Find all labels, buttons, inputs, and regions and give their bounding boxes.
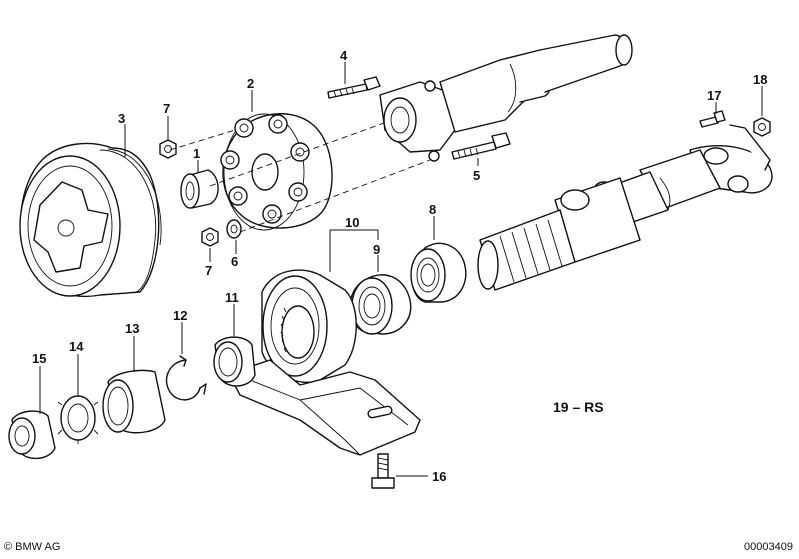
part-mount-bolt bbox=[371, 453, 395, 489]
part-seal-ring bbox=[8, 410, 56, 459]
part-flexible-disc bbox=[220, 113, 333, 231]
callout-11: 11 bbox=[225, 290, 239, 305]
part-lock-washer bbox=[57, 392, 99, 444]
callout-12: 12 bbox=[173, 308, 187, 323]
callout-2: 2 bbox=[247, 76, 254, 91]
part-vibration-damper bbox=[19, 142, 162, 298]
copyright-footer: © BMW AG bbox=[4, 541, 60, 553]
part-nut-right bbox=[753, 117, 771, 137]
part-circlip bbox=[165, 355, 207, 401]
part-center-bearing-support bbox=[231, 269, 421, 456]
part-bearing-small bbox=[349, 274, 412, 335]
callout-4: 4 bbox=[340, 48, 348, 63]
callout-14: 14 bbox=[69, 339, 84, 354]
callout-13: 13 bbox=[125, 321, 139, 336]
part-ring bbox=[213, 336, 256, 387]
part-sleeve bbox=[102, 369, 166, 434]
drawing-code: 00003409 bbox=[744, 541, 793, 553]
reference-label: 19 – RS bbox=[553, 399, 604, 415]
assembly-axis-lines bbox=[169, 109, 431, 233]
callout-10: 10 bbox=[345, 215, 359, 230]
front-shaft-section bbox=[379, 34, 633, 162]
callout-8: 8 bbox=[429, 202, 436, 217]
part-small-bolt bbox=[699, 110, 726, 128]
callout-1: 1 bbox=[193, 146, 200, 161]
callout-3: 3 bbox=[118, 111, 125, 126]
copyright-symbol: © bbox=[4, 541, 13, 553]
callout-18: 18 bbox=[753, 72, 767, 87]
rear-shaft-assembly bbox=[477, 124, 773, 291]
part-bolt-lower bbox=[451, 132, 511, 160]
part-nut-lower bbox=[201, 227, 219, 247]
callout-6: 6 bbox=[231, 254, 238, 269]
disc-bolt-holes bbox=[220, 114, 310, 224]
part-bolt-upper bbox=[327, 76, 381, 99]
callout-9: 9 bbox=[373, 242, 380, 257]
part-centering-sleeve bbox=[180, 169, 219, 209]
callout-17: 17 bbox=[707, 88, 721, 103]
part-bearing-large bbox=[410, 242, 467, 303]
leader-lines bbox=[39, 62, 763, 477]
callout-5: 5 bbox=[473, 168, 480, 183]
callout-7-lower: 7 bbox=[205, 263, 212, 278]
callout-numbers: 3 1 2 4 5 7 7 6 8 9 10 11 12 13 14 15 16… bbox=[32, 48, 767, 484]
callout-7-upper: 7 bbox=[163, 101, 170, 116]
brand-name: BMW AG bbox=[15, 541, 61, 553]
part-washer bbox=[226, 219, 242, 239]
callout-15: 15 bbox=[32, 351, 46, 366]
callout-16: 16 bbox=[432, 469, 446, 484]
